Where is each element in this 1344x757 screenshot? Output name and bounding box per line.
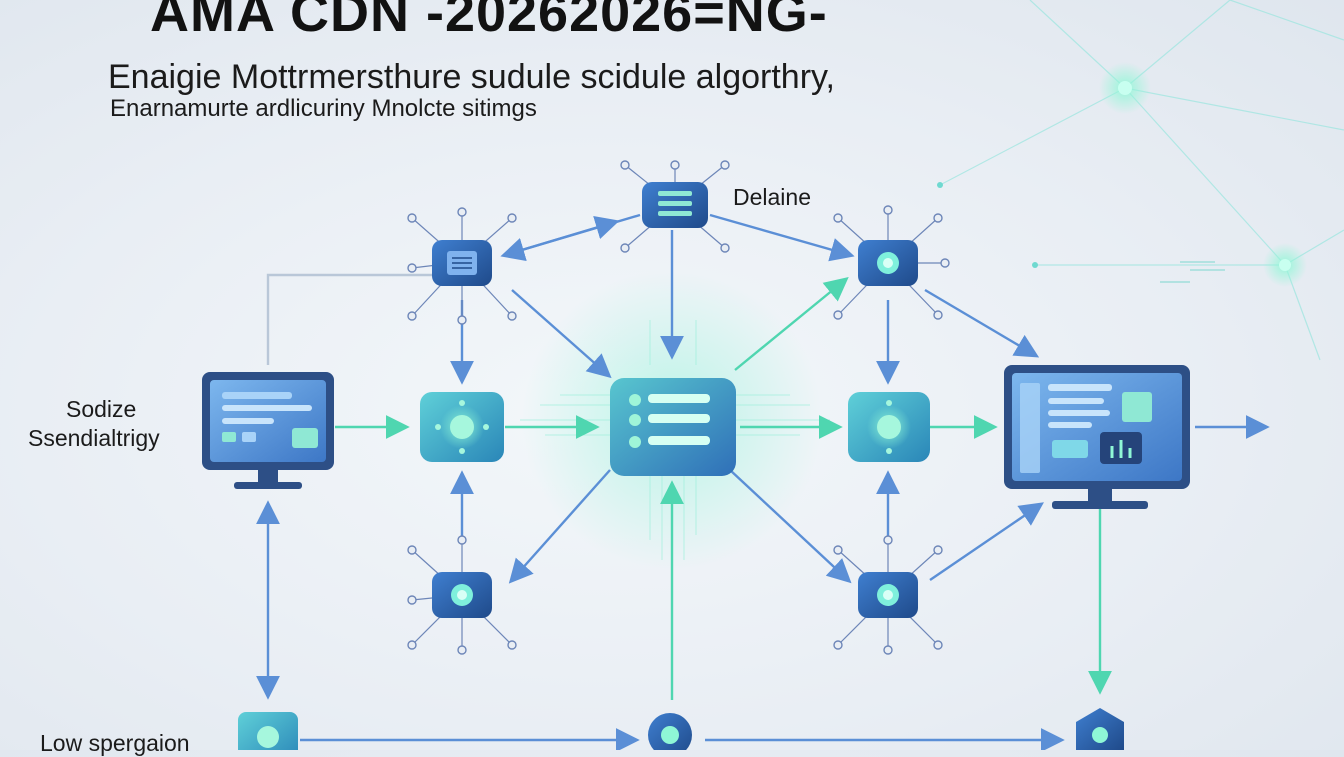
page-title: AMA CDN -20262026=NG- bbox=[150, 0, 828, 43]
label-left-node-line2: Ssendialtrigy bbox=[28, 425, 160, 451]
decor-lines bbox=[1160, 261, 1225, 283]
bottom-chip-left bbox=[238, 712, 298, 750]
chip-node-bottom-left bbox=[407, 535, 517, 655]
monitor-icon bbox=[202, 372, 334, 489]
glow-node bbox=[1118, 81, 1132, 95]
label-left-node-line1: Sodize bbox=[66, 396, 137, 422]
bottom-node-center bbox=[648, 713, 692, 750]
chip-node-bottom-right bbox=[833, 535, 943, 655]
chip-node-top-left bbox=[407, 207, 517, 325]
label-deline: Delaine bbox=[733, 184, 811, 210]
glow-node bbox=[1279, 259, 1291, 271]
bottom-node-right bbox=[1076, 708, 1124, 750]
label-bottom-left: Low spergaion bbox=[40, 730, 190, 756]
chip-node-top-right bbox=[833, 205, 950, 320]
edges bbox=[256, 213, 1270, 750]
glow-node bbox=[1032, 262, 1038, 268]
dashboard-monitor-icon bbox=[1004, 365, 1190, 509]
subtitle: Enaigie Mottrmersthure sudule scidule al… bbox=[108, 58, 835, 96]
hub-rays bbox=[520, 320, 830, 560]
process-node-right bbox=[848, 392, 930, 462]
process-node-left bbox=[420, 392, 504, 462]
subtitle-secondary: Enarnamurte ardlicuriny Mnolcte sitimgs bbox=[110, 95, 537, 122]
glow-node bbox=[937, 182, 943, 188]
background-network bbox=[939, 0, 1344, 361]
server-node-top bbox=[620, 160, 730, 253]
hub-server-center bbox=[610, 378, 736, 476]
